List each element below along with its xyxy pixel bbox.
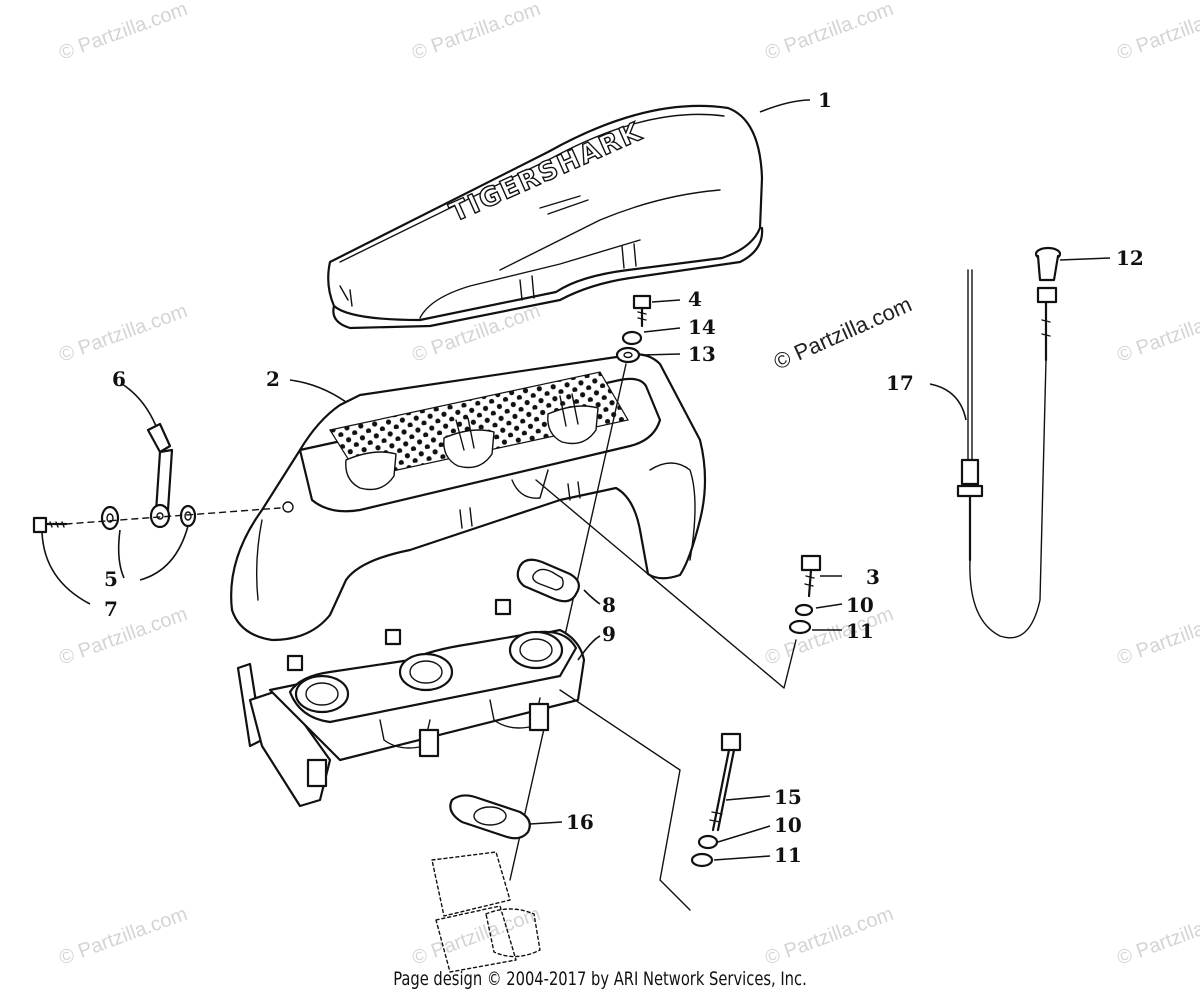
- callout-4: 4: [688, 287, 702, 311]
- watermark-text: © Partzilla.com: [1114, 903, 1200, 970]
- choke-cable-part-17: [956, 269, 1047, 639]
- callout-6: 6: [112, 367, 126, 391]
- engine-port-outline: [431, 851, 541, 973]
- callout-3: 3: [866, 565, 880, 589]
- callout-11a: 11: [846, 619, 874, 643]
- washer-part-11-lower: [690, 852, 714, 868]
- lockwasher-part-10-lower: [697, 834, 719, 850]
- callout-leaders: [41, 99, 1111, 861]
- washer-part-13: [615, 346, 641, 364]
- bolt-part-4: [632, 294, 652, 328]
- callout-5: 5: [104, 567, 118, 591]
- watermark-text: © Partzilla.com: [1114, 603, 1200, 670]
- callout-12: 12: [1116, 246, 1144, 270]
- callout-2: 2: [266, 367, 280, 391]
- callout-9: 9: [602, 622, 616, 646]
- callout-13: 13: [688, 342, 716, 366]
- watermark-text: © Partzilla.com: [762, 903, 896, 970]
- callout-11b: 11: [774, 843, 802, 867]
- choke-knob-part-12: [1034, 246, 1062, 362]
- screw-part-7: [32, 507, 281, 534]
- watermark-text: © Partzilla.com: [56, 903, 190, 970]
- washer-part-11: [788, 619, 812, 635]
- watermark-text: © Partzilla.com: [409, 903, 543, 970]
- silencer-cover-part-1: TIGERSHARK: [327, 104, 764, 330]
- watermark-text: © Partzilla.com: [409, 0, 543, 65]
- callout-10b: 10: [774, 813, 802, 837]
- carburetor-assembly-part-9: [236, 598, 691, 911]
- callout-17: 17: [886, 371, 914, 395]
- watermark-text: © Partzilla.com: [762, 0, 896, 65]
- callout-16: 16: [566, 810, 594, 834]
- copyright-footer: Page design © 2004-2017 by ARI Network S…: [393, 968, 807, 990]
- watermark-text: © Partzilla.com: [56, 603, 190, 670]
- callout-1: 1: [818, 88, 832, 112]
- long-bolt-part-15: [709, 732, 742, 832]
- bolt-part-3: [800, 554, 822, 598]
- callout-labels: 1 2 3 4 5 6 7 8 9 10 10 11 11 12 13 14 1…: [104, 88, 1144, 867]
- callout-15: 15: [774, 785, 802, 809]
- callout-10a: 10: [846, 593, 874, 617]
- callout-14: 14: [688, 315, 716, 339]
- watermark-text: © Partzilla.com: [762, 603, 896, 670]
- watermark-text: © Partzilla.com: [56, 300, 190, 367]
- callout-7: 7: [104, 597, 118, 621]
- watermark-text: © Partzilla.com: [1114, 300, 1200, 367]
- watermark-text: © Partzilla.com: [56, 0, 190, 65]
- lockwasher-part-14: [621, 330, 643, 346]
- choke-lever-part-6: [146, 422, 174, 529]
- watermark-text-main: © Partzilla.com: [770, 291, 916, 374]
- gasket-part-8: [516, 558, 581, 603]
- silencer-base-part-2: [230, 353, 707, 642]
- watermark-text: © Partzilla.com: [1114, 0, 1200, 65]
- gasket-part-16: [449, 794, 531, 840]
- lockwasher-part-10: [794, 603, 814, 617]
- callout-8: 8: [602, 593, 616, 617]
